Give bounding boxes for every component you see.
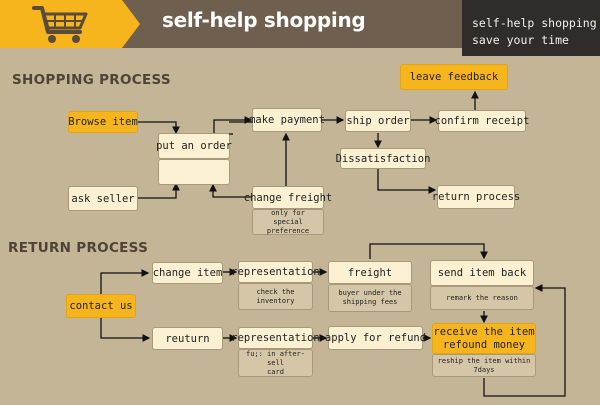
title-band [122,0,462,48]
browse-item-node: Browse item [68,111,138,133]
shopping-cart-icon [32,6,88,43]
tagline-box [462,0,600,56]
ask-seller-node: ask seller [68,186,138,211]
tagline-line-2: save your time [472,33,569,47]
representation-top-note-text: check the inventory [256,287,295,305]
contact-us-node: contact us [66,294,136,318]
refound-money-label: refound money [442,338,526,351]
change-item-node: change item [152,262,223,284]
send-item-back-note-text: remark the reason [446,293,518,302]
return-process-heading: RETURN PROCESS [8,240,149,256]
representation-bottom-node: representation [231,327,320,349]
confirm-receipt-node: confirm receipt [435,110,529,132]
reuturn-node: reuturn [152,327,223,350]
change-freight-node: change freight [244,186,332,209]
receive-refund-note-text: reship the item within 7days [437,356,531,374]
freight-node: freight [328,261,412,284]
representation-bottom-note: fu;: in after-sell card [238,349,313,377]
freight-note-text: buyer under the shipping fees [338,289,402,306]
shopping-process-heading: SHOPPING PROCESS [12,72,171,88]
change-freight-note-text: only for special preference [266,208,310,235]
send-item-back-note: remark the reason [430,286,534,310]
leave-feedback-node: leave feedback [400,64,508,90]
put-an-order-node: put an order [156,133,232,159]
representation-top-note: check the inventory [238,283,313,310]
make-payment-node: make payment [249,108,325,132]
cart-logo-box [0,0,122,48]
put-an-order-blank [158,159,230,185]
change-freight-note: only for special preference [252,209,324,235]
return-process-node: return process [432,185,520,209]
title-band-arrow [122,0,140,48]
send-item-back-node: send item back [430,260,534,286]
dissatisfaction-node: Dissatisfaction [336,148,430,169]
tagline-line-1: self-help shopping [472,16,597,30]
receive-refund-note: reship the item within 7days [432,354,536,377]
representation-bottom-note-text: fu;: in after-sell card [245,349,305,376]
ship-order-node: ship order [345,110,411,132]
receive-the-item-label: receive the item [433,325,535,338]
freight-note: buyer under the shipping fees [328,284,412,312]
apply-for-refund-node: apply for refund [325,326,426,350]
page-title: self-help shopping [162,8,366,32]
receive-refund-node: receive the item refound money [432,323,536,354]
representation-top-node: representation [231,261,320,283]
header: self-help shopping self-help shopping sa… [0,0,600,56]
